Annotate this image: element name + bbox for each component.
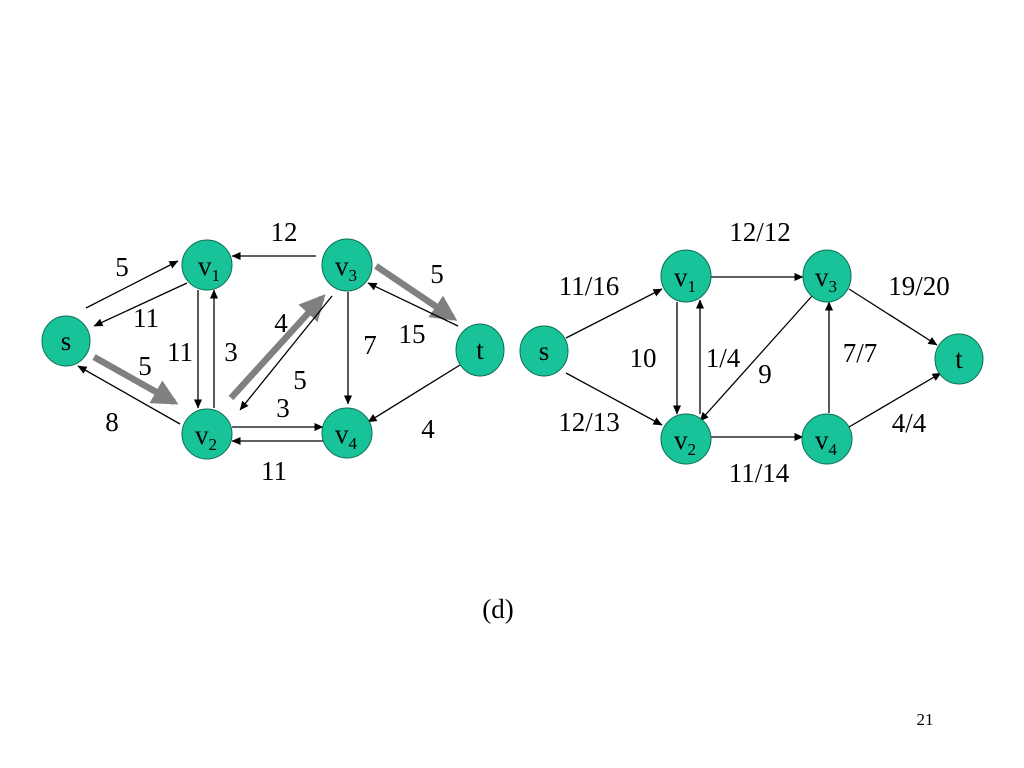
node-v2: v2 bbox=[660, 413, 712, 465]
edge-label-t-v4: 4 bbox=[421, 414, 435, 444]
edge-label-v2-s: 8 bbox=[105, 407, 119, 437]
augmenting-edge-v3-t bbox=[374, 263, 458, 321]
edge-label-v1-v2: 11 bbox=[167, 337, 193, 367]
edge-label-v3-v2: 5 bbox=[293, 365, 307, 395]
edge-t-v4 bbox=[367, 364, 461, 423]
edge-label-v2-v4: 11/14 bbox=[729, 458, 790, 488]
edge-label-t-v3: 15 bbox=[399, 319, 426, 349]
node-v1: v1 bbox=[660, 249, 712, 303]
edge-t-v3 bbox=[367, 282, 459, 327]
edge-v1-s bbox=[93, 282, 188, 327]
svg-text:v3: v3 bbox=[815, 262, 837, 296]
svg-text:s: s bbox=[539, 336, 550, 366]
node-v1: v1 bbox=[181, 239, 233, 291]
edge-v3-v2 bbox=[699, 295, 813, 422]
edge-label-v2-v3: 4 bbox=[274, 308, 288, 338]
edge-label-v3-t: 5 bbox=[430, 259, 444, 289]
edge-label-v4-v2: 11 bbox=[261, 456, 287, 486]
edge-label-v2-v1: 3 bbox=[224, 337, 238, 367]
augmenting-edge-v2-v3 bbox=[228, 294, 326, 401]
residual-network: 5 11 8 5 12 11 3 4 5 5 15 7 3 11 4 s v1 … bbox=[41, 217, 505, 486]
edge-label-v3-v2: 9 bbox=[758, 359, 772, 389]
node-s: s bbox=[41, 315, 91, 367]
edge-label-v2-v4: 3 bbox=[276, 393, 290, 423]
svg-text:v2: v2 bbox=[674, 425, 696, 459]
svg-text:v1: v1 bbox=[674, 262, 696, 296]
svg-text:t: t bbox=[476, 335, 484, 365]
edge-s-v2 bbox=[565, 372, 663, 426]
svg-text:v1: v1 bbox=[198, 251, 220, 285]
node-v3: v3 bbox=[321, 238, 373, 292]
edge-label-v2-v1: 1/4 bbox=[706, 343, 741, 373]
node-v4: v4 bbox=[801, 413, 853, 465]
edge-v2-s bbox=[77, 365, 181, 425]
svg-text:v4: v4 bbox=[335, 419, 358, 453]
node-t: t bbox=[455, 323, 505, 377]
svg-text:v4: v4 bbox=[815, 425, 838, 459]
edge-label-s-v2: 12/13 bbox=[558, 407, 620, 437]
edge-label-v1-s: 11 bbox=[133, 303, 159, 333]
edge-label-v4-t: 4/4 bbox=[892, 408, 927, 438]
svg-text:s: s bbox=[61, 326, 72, 356]
edge-label-s-v1: 5 bbox=[115, 252, 129, 282]
figure-caption: (d) bbox=[482, 594, 513, 624]
edge-label-v3-v4: 7 bbox=[363, 330, 377, 360]
flow-network: 11/16 12/13 12/12 10 1/4 9 11/14 7/7 19/… bbox=[519, 217, 984, 488]
svg-text:v2: v2 bbox=[195, 420, 217, 454]
node-v4: v4 bbox=[321, 407, 373, 459]
edge-label-v1-v3: 12/12 bbox=[729, 217, 791, 247]
node-s: s bbox=[519, 325, 569, 377]
augmenting-edge-s-v2 bbox=[92, 354, 179, 405]
edge-label-v3-v1: 12 bbox=[271, 217, 298, 247]
edge-v3-t bbox=[848, 288, 938, 346]
node-t: t bbox=[934, 333, 984, 385]
edge-label-v4-v3: 7/7 bbox=[843, 338, 878, 368]
edge-v4-t bbox=[848, 372, 942, 428]
page-number: 21 bbox=[917, 710, 934, 729]
edge-label-v1-v2: 10 bbox=[630, 343, 657, 373]
node-v2: v2 bbox=[181, 408, 233, 460]
edge-label-s-v1: 11/16 bbox=[559, 271, 620, 301]
node-v3: v3 bbox=[802, 249, 852, 303]
edge-s-v1 bbox=[85, 260, 179, 309]
edge-s-v1 bbox=[565, 288, 663, 339]
edge-label-s-v2: 5 bbox=[138, 351, 152, 381]
edge-v3-v2 bbox=[239, 295, 333, 411]
svg-text:v3: v3 bbox=[335, 251, 357, 285]
svg-text:t: t bbox=[955, 344, 963, 374]
edge-label-v3-t: 19/20 bbox=[888, 271, 950, 301]
